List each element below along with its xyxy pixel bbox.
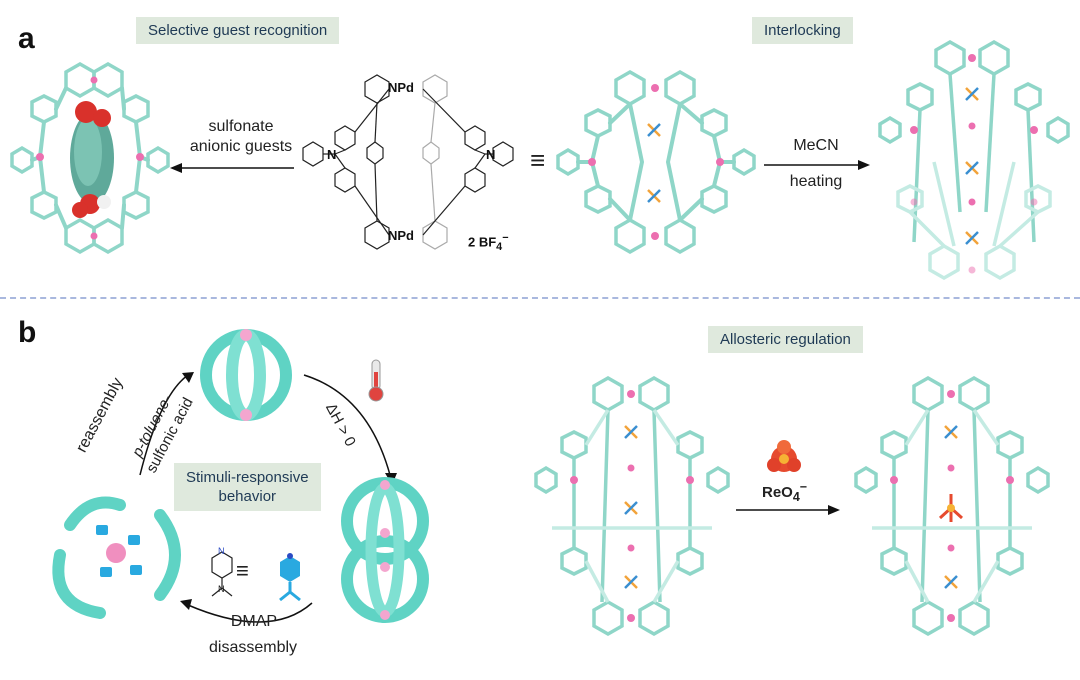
reo4-label: ReO4− bbox=[762, 480, 807, 504]
reo4-sub: 4 bbox=[792, 490, 800, 504]
mecn-label: MeCN bbox=[793, 137, 839, 154]
disassembly-label: disassembly bbox=[208, 639, 298, 656]
tag-selective-guest-recognition: Selective guest recognition bbox=[136, 17, 340, 44]
counter-ion-sup: − bbox=[502, 232, 509, 244]
cage-with-guest bbox=[10, 61, 170, 255]
single-cage bbox=[556, 69, 756, 255]
torus-single bbox=[200, 329, 292, 421]
arrow-allosteric bbox=[736, 505, 840, 515]
pd-label-bottom: NPd bbox=[388, 228, 414, 243]
sulfonate-label: sulfonate anionic guests bbox=[186, 117, 296, 157]
tag-stimuli-line-2: behavior bbox=[218, 488, 277, 505]
equiv-symbol-b: ≡ bbox=[236, 558, 249, 583]
n-label-left: N bbox=[327, 147, 337, 162]
heating-label: heating bbox=[789, 173, 843, 190]
panel-a-letter: a bbox=[18, 22, 35, 55]
tag-allosteric-regulation: Allosteric regulation bbox=[708, 326, 863, 353]
dmap-label: DMAP bbox=[230, 613, 278, 630]
counter-ion-label: 2 BF4− bbox=[468, 232, 509, 253]
tag-stimuli-responsive: Stimuli-responsive behavior bbox=[174, 463, 321, 511]
perrhenate-icon bbox=[767, 440, 801, 472]
sulfonate-line-1: sulfonate bbox=[208, 118, 274, 135]
counter-ion-base: 2 BF bbox=[468, 234, 497, 250]
allosteric-cage-before bbox=[534, 375, 730, 637]
reo4-base: ReO bbox=[762, 484, 793, 501]
n-label-right: N bbox=[486, 147, 496, 162]
interlocked-cage bbox=[878, 39, 1070, 281]
svg-text:N: N bbox=[218, 584, 225, 594]
equiv-symbol-a: ≡ bbox=[530, 145, 546, 175]
tag-stimuli-line-1: Stimuli-responsive bbox=[186, 469, 309, 486]
counter-ion-sub: 4 bbox=[496, 240, 503, 253]
cage-chemical-structure bbox=[302, 74, 514, 250]
panel-b-letter: b bbox=[18, 316, 37, 349]
thermometer-icon bbox=[368, 359, 384, 402]
torus-interlocked bbox=[341, 477, 429, 623]
arrow-to-guest bbox=[170, 163, 294, 173]
reo4-sup: − bbox=[799, 480, 808, 494]
dmap-molecule-icon: N N bbox=[211, 546, 301, 602]
svg-text:N: N bbox=[218, 546, 225, 556]
disassembled-ligands bbox=[52, 496, 181, 619]
sulfonate-line-2: anionic guests bbox=[189, 138, 293, 155]
allosteric-cage-after bbox=[854, 375, 1050, 637]
arrow-to-interlocked bbox=[764, 160, 870, 170]
tag-interlocking: Interlocking bbox=[752, 17, 853, 44]
panel-divider bbox=[0, 297, 1080, 299]
pd-label-top: NPd bbox=[388, 80, 414, 95]
